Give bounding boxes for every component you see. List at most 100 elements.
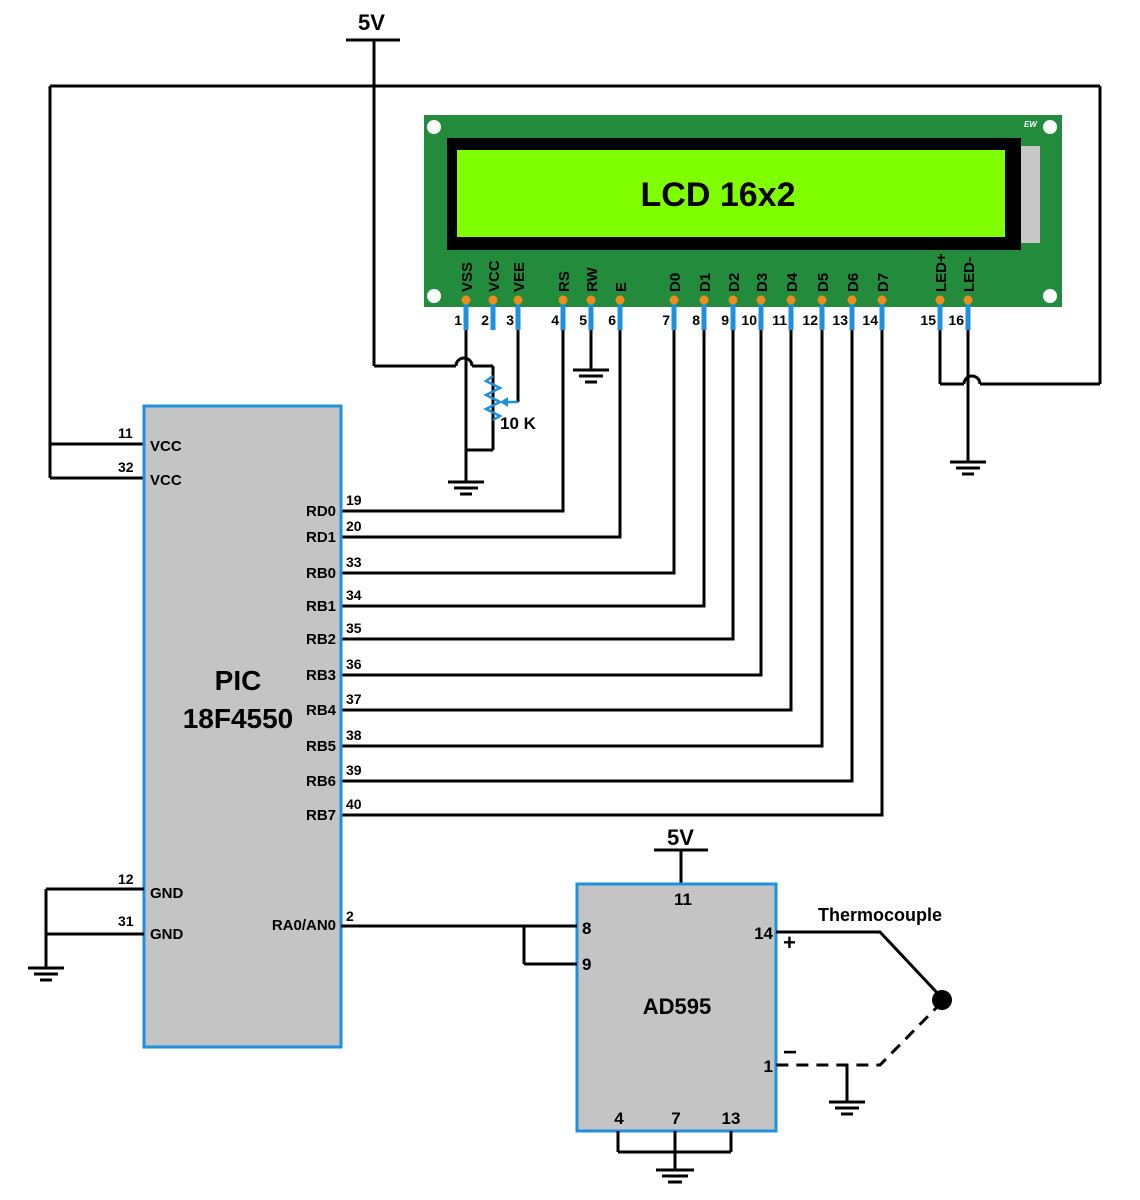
pic-pin-label: GND [150, 926, 184, 943]
data-bus-wiring [341, 330, 884, 817]
pic-pin-number: 37 [346, 691, 362, 707]
lcd-pin-number: 6 [608, 312, 616, 328]
lcd-backlight-tab [1021, 146, 1040, 243]
mount-hole-icon [427, 289, 441, 303]
lcd-pin-row: VSS1VCC2VEE3RS4RW5E6D07D18D29D310D411D51… [454, 253, 978, 330]
pic-pin-label: VCC [150, 438, 182, 455]
pic-pin-label: RD0 [306, 503, 336, 520]
pot-label: 10 K [500, 414, 537, 433]
lcd-pin-number: 4 [551, 312, 559, 328]
pic-pin-number: 33 [346, 554, 362, 570]
lcd-backlight-wiring [48, 84, 1102, 480]
ad595-pin: 11 [674, 890, 692, 909]
lcd-pin-name: E [613, 282, 630, 292]
top-5v-label: 5V [358, 10, 385, 35]
bus-wire [341, 330, 735, 641]
pic-pin-number: 34 [346, 587, 362, 603]
lcd-pin-number: 1 [454, 312, 462, 328]
pic-pin-number: 31 [118, 913, 134, 929]
lcd-pin-pad [935, 295, 945, 305]
lcd-title: LCD 16x2 [641, 176, 796, 214]
lcd-pin-number: 10 [741, 312, 757, 328]
pic-pin-number: 38 [346, 727, 362, 743]
lcd-pin-number: 13 [832, 312, 848, 328]
pic-ground-wiring [28, 887, 144, 982]
lcd-pin-name: D7 [875, 273, 892, 292]
lcd-pin-number: 16 [948, 312, 964, 328]
analog-input-wiring [341, 924, 577, 966]
top-5v-supply: 5V [346, 10, 495, 376]
lcd-pin-number: 12 [802, 312, 818, 328]
pic-pin-label: RB7 [306, 807, 336, 824]
pic-pin-number: 2 [346, 908, 354, 924]
pic-pin-label: VCC [150, 472, 182, 489]
pic-pin-label: RB5 [306, 738, 336, 755]
pic-right-pin-labels: RD019RD120RB033RB134RB235RB336RB437RB538… [306, 492, 362, 824]
pic-pin-number: 19 [346, 492, 362, 508]
lcd-pin-pad [786, 295, 796, 305]
lcd-pin-name: D2 [726, 273, 743, 292]
ad595-minus-sign: − [783, 1039, 797, 1066]
lcd-pin-name: VEE [511, 262, 528, 292]
lcd-pin-name: RW [584, 266, 601, 292]
ad595-pin: 13 [722, 1109, 741, 1128]
bus-wire [341, 330, 706, 608]
lcd-pin-number: 3 [506, 312, 514, 328]
bus-wire [341, 330, 622, 539]
pic-pin-label: RB2 [306, 631, 336, 648]
bus-wire [341, 330, 763, 677]
pic-pin-number: 36 [346, 656, 362, 672]
lcd-pin-name: D4 [784, 272, 801, 292]
lcd-pin-pad [461, 295, 471, 305]
thermocouple: Thermocouple [776, 905, 952, 1116]
lcd-pin-number: 9 [721, 312, 729, 328]
pic-pin-label: GND [150, 885, 184, 902]
lcd-pin-name: D1 [697, 273, 714, 292]
lcd-contrast-wiring [464, 330, 593, 482]
lcd-pin-number: 2 [481, 312, 489, 328]
pic-pin-number: 12 [118, 871, 134, 887]
lcd-module: EW LCD 16x2 VSS1VCC2VEE3RS4RW5E6D07D18D2… [424, 115, 1062, 330]
ad595-plus-sign: + [783, 930, 796, 955]
lcd-pin-number: 5 [579, 312, 587, 328]
pic-pin-number: 40 [346, 796, 362, 812]
ad595-body [575, 882, 778, 1133]
mount-hole-icon [1043, 289, 1057, 303]
ad595-pin: 14 [754, 924, 773, 943]
potentiometer: 10 K [483, 374, 537, 433]
ad595-pin: 1 [764, 1057, 773, 1076]
mount-hole-icon [1043, 120, 1057, 134]
lcd-pin-pad [963, 295, 973, 305]
pic-body [142, 404, 343, 1049]
ad595-pin: 8 [582, 919, 591, 938]
lcd-pin-number: 14 [862, 312, 878, 328]
pic-pin-label: RD1 [306, 529, 336, 546]
lcd-pin-name: VCC [486, 260, 503, 292]
pic-pin-label: RB1 [306, 598, 336, 615]
lcd-pin-pad [586, 295, 596, 305]
thermocouple-label: Thermocouple [818, 905, 942, 925]
ad595-pin: 4 [614, 1109, 624, 1128]
lcd-logo: EW [1024, 120, 1038, 129]
resistor-zigzag [483, 374, 503, 422]
lcd-pin-pad [558, 295, 568, 305]
bus-wire [341, 330, 565, 513]
pic-name-line2: 18F4550 [183, 703, 294, 734]
lcd-pin-name: D3 [754, 273, 771, 292]
bus-wire [341, 330, 676, 575]
bus-wire [341, 330, 793, 712]
lcd-pin-number: 8 [692, 312, 700, 328]
pic-name-line1: PIC [215, 665, 262, 696]
lcd-pin-pad [728, 295, 738, 305]
pic-microcontroller: PIC 18F4550 11 VCC 32 VCC 12 GND 31 GND … [118, 404, 362, 1049]
lcd-pin-pad [699, 295, 709, 305]
lcd-pin-number: 15 [920, 312, 936, 328]
lcd-pin-pad [877, 295, 887, 305]
lcd-pin-name: RS [556, 271, 573, 292]
ad595-pin: 7 [671, 1109, 680, 1128]
ground-symbol-led [950, 460, 986, 476]
pic-pin-number: 11 [118, 425, 133, 441]
lcd-pin-pad [847, 295, 857, 305]
lcd-pin-name: D0 [667, 273, 684, 292]
